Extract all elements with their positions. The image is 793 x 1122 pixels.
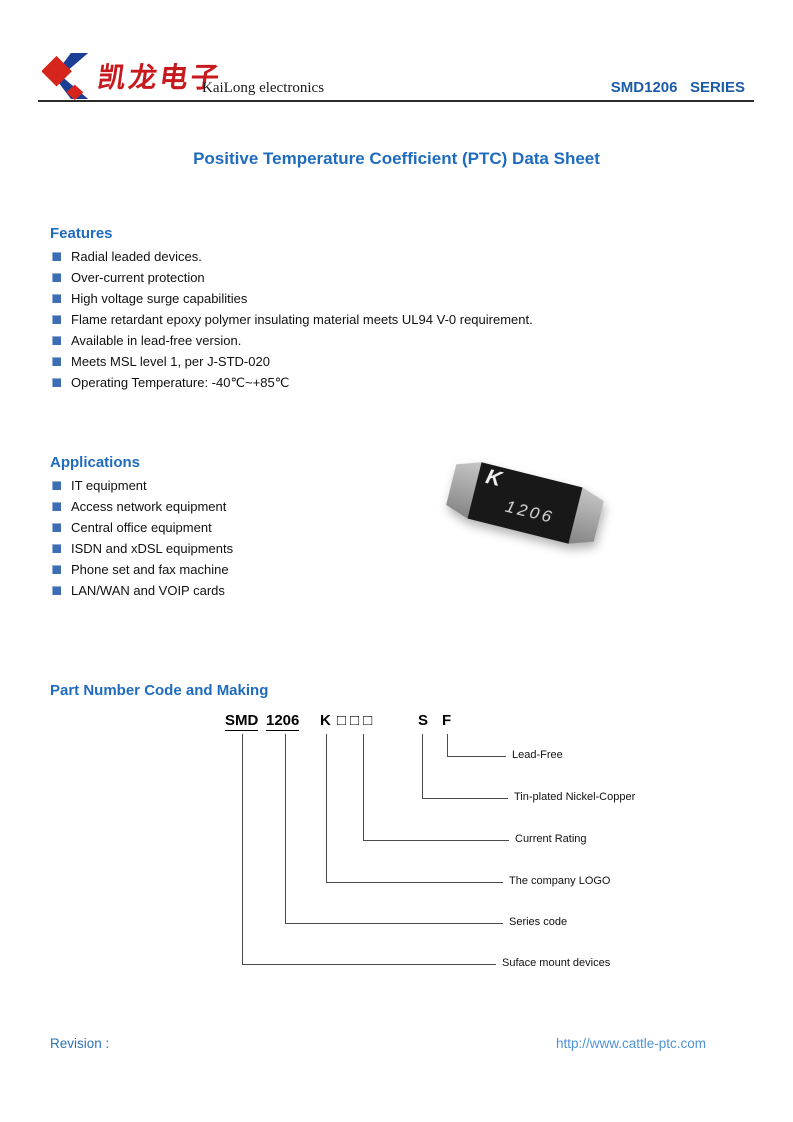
smd-chip: K 1206 <box>444 456 606 549</box>
diagram-line <box>326 734 327 882</box>
application-text: Central office equipment <box>71 520 212 535</box>
pn-segment-rating-boxes: □□□ <box>337 712 377 729</box>
diagram-line <box>422 734 423 798</box>
pn-label-plating: Tin-plated Nickel-Copper <box>514 791 636 803</box>
application-text: Access network equipment <box>71 499 227 514</box>
application-item: Access network equipment <box>52 496 233 517</box>
diagram-line <box>285 923 503 924</box>
application-item: LAN/WAN and VOIP cards <box>52 580 233 601</box>
feature-item: Over-current protection <box>52 267 533 288</box>
applications-list: IT equipment Access network equipment Ce… <box>52 475 233 601</box>
applications-heading: Applications <box>50 454 141 471</box>
features-list: Radial leaded devices. Over-current prot… <box>52 246 533 393</box>
component-photo: K 1206 <box>443 452 618 562</box>
header-divider <box>38 100 754 102</box>
feature-text: High voltage surge capabilities <box>71 291 248 306</box>
pn-segment-plating: S <box>418 712 429 729</box>
pn-segment-smd: SMD <box>225 712 259 731</box>
bullet-square-icon <box>52 378 61 387</box>
chip-marking-series: 1206 <box>503 496 557 528</box>
pn-label-logo: The company LOGO <box>509 875 611 887</box>
pn-segment-leadfree: F <box>442 712 452 729</box>
footer-revision: Revision : <box>50 1036 110 1051</box>
company-logo-icon <box>41 52 96 100</box>
bullet-square-icon <box>52 565 61 574</box>
bullet-square-icon <box>52 544 61 553</box>
diagram-line <box>363 840 509 841</box>
application-item: Central office equipment <box>52 517 233 538</box>
diagram-line <box>447 756 506 757</box>
chip-body: K 1206 <box>467 462 583 544</box>
diagram-line <box>242 734 243 964</box>
feature-item: High voltage surge capabilities <box>52 288 533 309</box>
bullet-square-icon <box>52 336 61 345</box>
pn-label-smd: Suface mount devices <box>502 957 611 969</box>
part-number-heading: Part Number Code and Making <box>50 682 269 699</box>
feature-text: Available in lead-free version. <box>71 333 242 348</box>
feature-text: Operating Temperature: -40℃~+85℃ <box>71 374 290 390</box>
feature-text: Over-current protection <box>71 270 205 285</box>
bullet-square-icon <box>52 523 61 532</box>
application-text: LAN/WAN and VOIP cards <box>71 583 225 598</box>
bullet-square-icon <box>52 252 61 261</box>
diagram-line <box>285 734 286 923</box>
series-label: SMD1206 SERIES <box>610 79 745 96</box>
bullet-square-icon <box>52 481 61 490</box>
bullet-square-icon <box>52 294 61 303</box>
diagram-line <box>422 798 508 799</box>
bullet-square-icon <box>52 315 61 324</box>
page-title: Positive Temperature Coefficient (PTC) D… <box>193 149 600 168</box>
features-heading: Features <box>50 225 113 242</box>
feature-item: Radial leaded devices. <box>52 246 533 267</box>
feature-item: Available in lead-free version. <box>52 330 533 351</box>
application-item: Phone set and fax machine <box>52 559 233 580</box>
application-text: IT equipment <box>71 478 147 493</box>
feature-text: Flame retardant epoxy polymer insulating… <box>71 312 533 327</box>
company-name-english: KaiLong electronics <box>202 80 325 96</box>
bullet-square-icon <box>52 273 61 282</box>
diagram-line <box>242 964 496 965</box>
pn-label-series: Series code <box>509 916 568 928</box>
bullet-square-icon <box>52 586 61 595</box>
application-item: ISDN and xDSL equipments <box>52 538 233 559</box>
feature-item: Operating Temperature: -40℃~+85℃ <box>52 372 533 393</box>
feature-item: Meets MSL level 1, per J-STD-020 <box>52 351 533 372</box>
pn-label-rating: Current Rating <box>515 833 587 845</box>
application-item: IT equipment <box>52 475 233 496</box>
application-text: Phone set and fax machine <box>71 562 229 577</box>
chip-marking-logo: K <box>483 465 504 492</box>
bullet-square-icon <box>52 357 61 366</box>
pn-segment-logo: K <box>320 712 331 729</box>
feature-item: Flame retardant epoxy polymer insulating… <box>52 309 533 330</box>
application-text: ISDN and xDSL equipments <box>71 541 234 556</box>
diagram-line <box>363 734 364 840</box>
diagram-line <box>326 882 503 883</box>
pn-label-leadfree: Lead-Free <box>512 749 563 761</box>
feature-text: Meets MSL level 1, per J-STD-020 <box>71 354 270 369</box>
bullet-square-icon <box>52 502 61 511</box>
feature-text: Radial leaded devices. <box>71 249 202 264</box>
footer-url-link[interactable]: http://www.cattle-ptc.com <box>555 1036 706 1051</box>
diagram-line <box>447 734 448 756</box>
pn-segment-series: 1206 <box>266 712 300 731</box>
